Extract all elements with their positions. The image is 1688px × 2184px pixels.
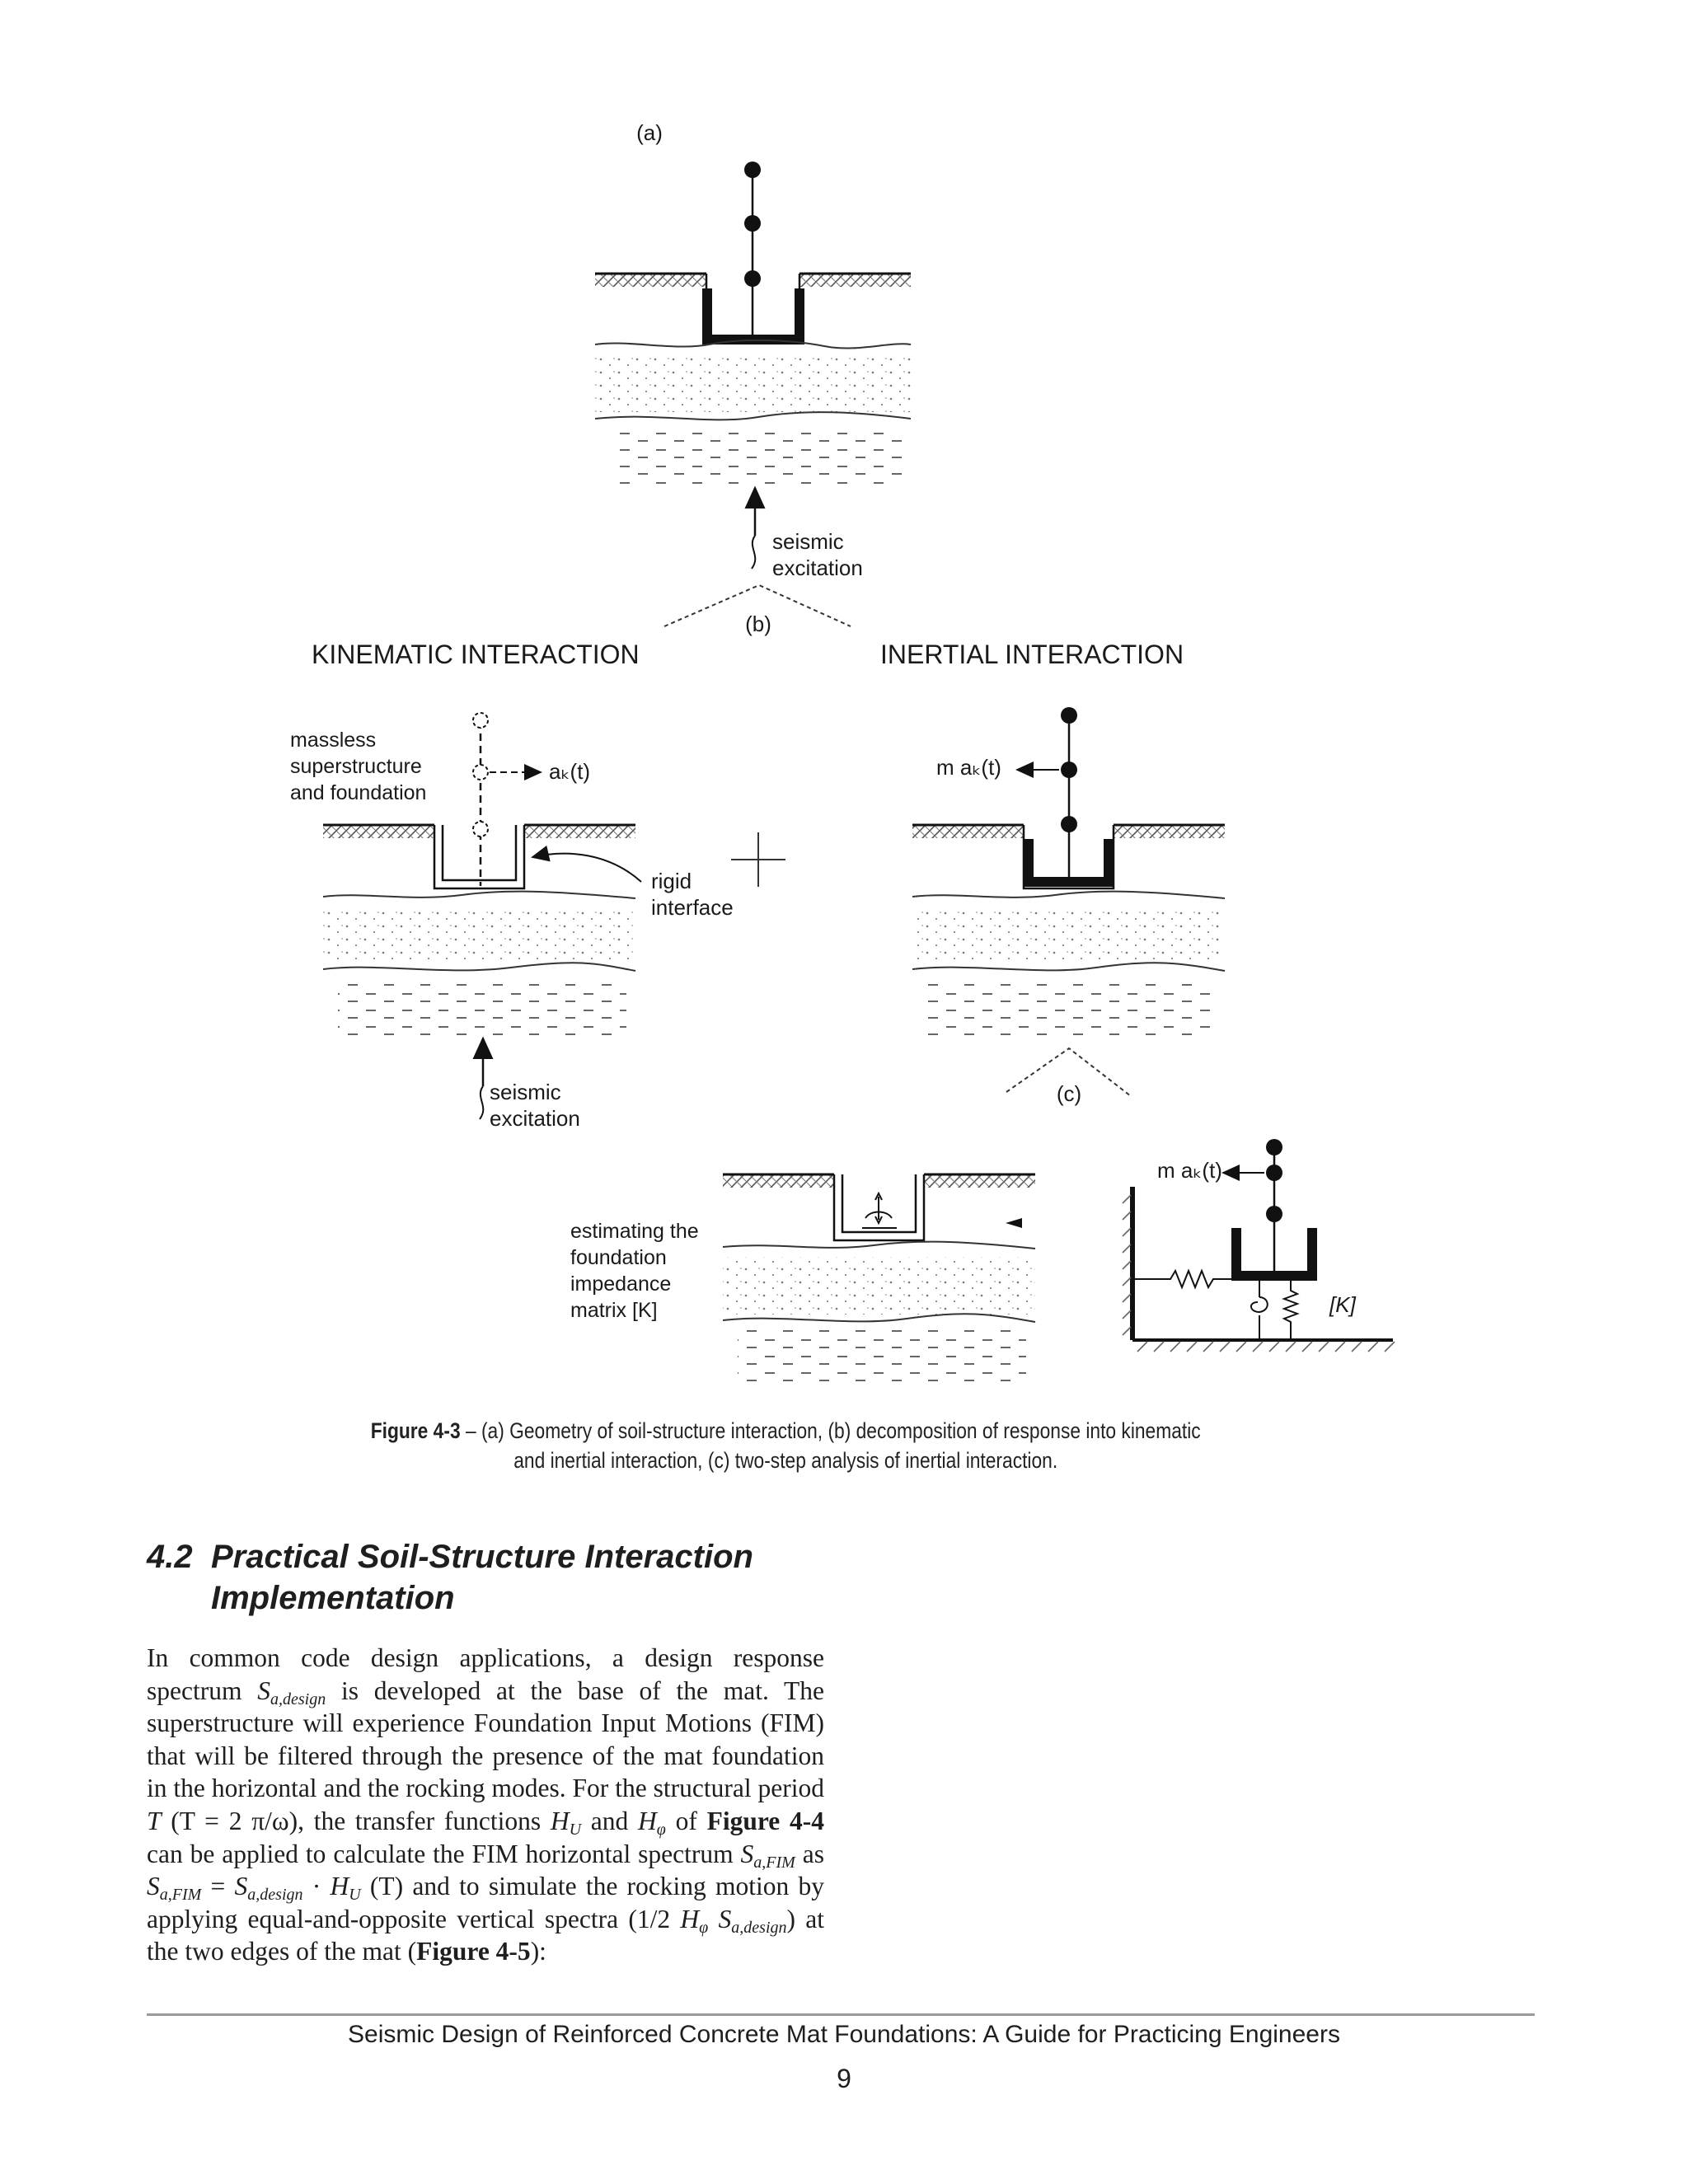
section-title-line1: Practical Soil-Structure Interaction [211,1539,753,1575]
diagram-spring-model [1122,1139,1395,1352]
figure-ref: Figure 4-4 [706,1806,824,1835]
rigid-text-2: interface [651,895,734,920]
text-run: and to simulate the rocking motion by ap… [147,1872,824,1933]
text-run: (T) [360,1872,404,1901]
split-lines-c [1006,1047,1132,1097]
math-var: H [550,1806,570,1835]
math-var: T [147,1806,162,1835]
excitation-text-k: excitation [490,1106,580,1131]
figure-4-3: (a) seismic excitation (b) KINEMATIC INT… [290,120,1395,1386]
plus-icon [731,832,785,887]
estimating-text-3: impedance [570,1272,671,1296]
m-ak-label: m aₖ(t) [936,755,1001,780]
figure-ref: Figure 4-5 [416,1937,531,1966]
excitation-text-a: excitation [772,555,863,580]
text-run: · [302,1872,331,1901]
caption-label: Figure 4-3 [370,1418,461,1443]
text-run: = [201,1872,235,1901]
math-sub: a,design [247,1886,303,1905]
seismic-text-k: seismic [490,1080,561,1104]
math-sub: U [569,1820,582,1839]
estimating-text-2: foundation [570,1246,667,1269]
text-run: can be applied to calculate the FIM hori… [147,1839,741,1868]
math-var: S [147,1872,160,1901]
kinematic-title: KINEMATIC INTERACTION [312,640,640,669]
diagram-inertial [912,707,1226,1035]
footer-rule [147,2013,1535,2016]
caption-line1: – (a) Geometry of soil-structure interac… [460,1418,1201,1443]
math-var: H [638,1806,657,1835]
rigid-text-1: rigid [651,869,692,893]
math-sub: φ [699,1918,709,1937]
math-sub: φ [656,1820,666,1839]
section-title-line2: Implementation [211,1580,455,1616]
footer-title: Seismic Design of Reinforced Concrete Ma… [348,2021,1340,2048]
math-var: S [740,1839,754,1868]
seismic-text-a: seismic [772,529,844,554]
massless-text-1: massless [290,729,376,752]
math-sub: a,FIM [159,1886,202,1905]
math-var: S [234,1872,248,1901]
text-run: as [795,1839,824,1868]
body-paragraph: In common code design applications, a de… [147,1642,824,1968]
diagram-a [594,162,912,569]
math-var: S [708,1904,732,1933]
text-run: of [665,1806,707,1835]
math-sub: a,FIM [753,1853,795,1872]
inertial-title: INERTIAL INTERACTION [880,640,1184,669]
ak-label: aₖ(t) [549,759,590,784]
text-run: ): [530,1937,546,1966]
math-sub: a,design [270,1690,326,1708]
text-run: ) at the two edges of the mat ( [147,1904,824,1966]
estimating-text-4: matrix [K] [570,1299,658,1322]
math-sub: U [349,1886,361,1905]
diagram-kinematic [322,712,642,1120]
massless-text-3: and foundation [290,781,426,804]
math-var: H [680,1904,700,1933]
math-var: S [257,1675,270,1705]
text-run: is developed at the base of the mat. The… [147,1675,824,1803]
math-sub: a,design [731,1918,787,1937]
section-number: 4.2 [147,1539,193,1575]
caption-line2: and inertial interaction, (c) two-step a… [513,1448,1058,1473]
diagram-impedance [722,1173,1036,1386]
text-run: (T = 2 π/ω), the transfer functions [161,1806,551,1835]
text-run: In common code design applications, a de… [147,1643,824,1705]
math-var: H [330,1872,349,1901]
label-c: (c) [1057,1081,1081,1106]
estimating-text-1: estimating the [570,1220,699,1243]
massless-text-2: superstructure [290,755,422,778]
label-a: (a) [636,120,663,145]
text-run: and [581,1806,639,1835]
m-ak-label-c: m aₖ(t) [1157,1158,1222,1183]
label-b: (b) [745,612,771,636]
figure-caption: Figure 4-3 – (a) Geometry of soil-struct… [346,1416,1225,1475]
k-matrix-label: [K] [1329,1292,1357,1317]
page-number: 9 [837,2064,851,2093]
